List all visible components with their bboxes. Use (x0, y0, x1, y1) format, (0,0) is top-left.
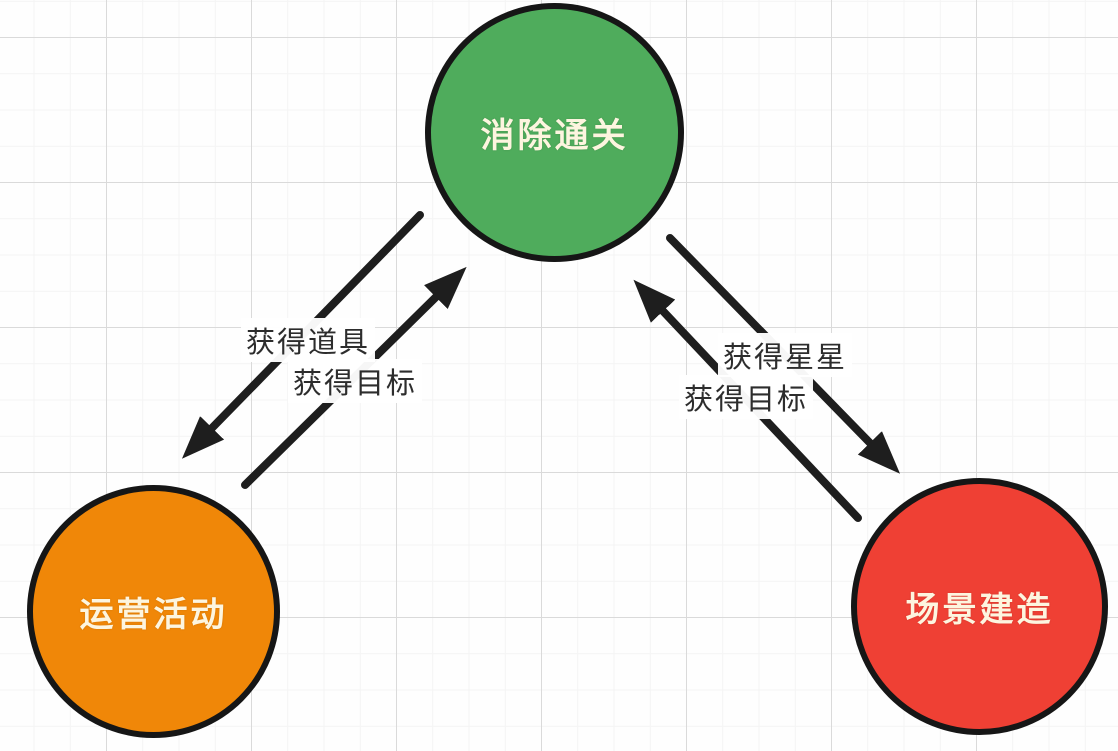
node-scene-building: 场景建造 (851, 478, 1108, 735)
edge-label-get-goal-left: 获得目标 (287, 359, 423, 403)
node-match3-clear: 消除通关 (425, 3, 684, 262)
node-scene-building-label: 场景建造 (905, 591, 1054, 629)
edge-label-get-goal-right: 获得目标 (678, 375, 814, 419)
edge-label-get-stars: 获得星星 (717, 333, 853, 377)
node-operations-activity-label: 运营活动 (79, 596, 228, 634)
node-match3-clear-label: 消除通关 (480, 117, 629, 155)
edge-label-get-props: 获得道具 (240, 318, 376, 362)
node-operations-activity: 运营活动 (27, 485, 280, 738)
